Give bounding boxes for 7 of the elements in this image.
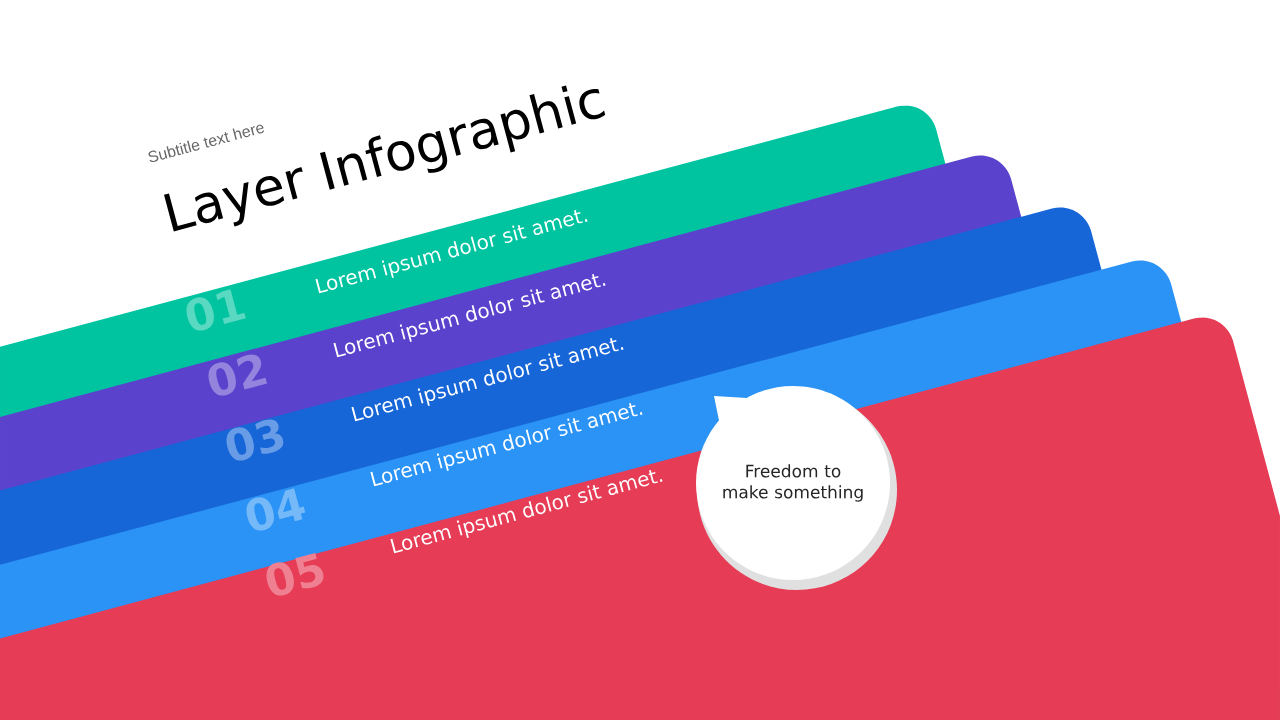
step-number: 01 [186, 289, 246, 331]
step-number: 05 [266, 552, 324, 596]
subtitle: Subtitle text here [148, 124, 265, 163]
step-number: 03 [226, 419, 284, 461]
speech-bubble: Freedom to make something [696, 386, 890, 580]
step-number: 04 [246, 488, 306, 531]
step-number: 02 [208, 354, 268, 396]
